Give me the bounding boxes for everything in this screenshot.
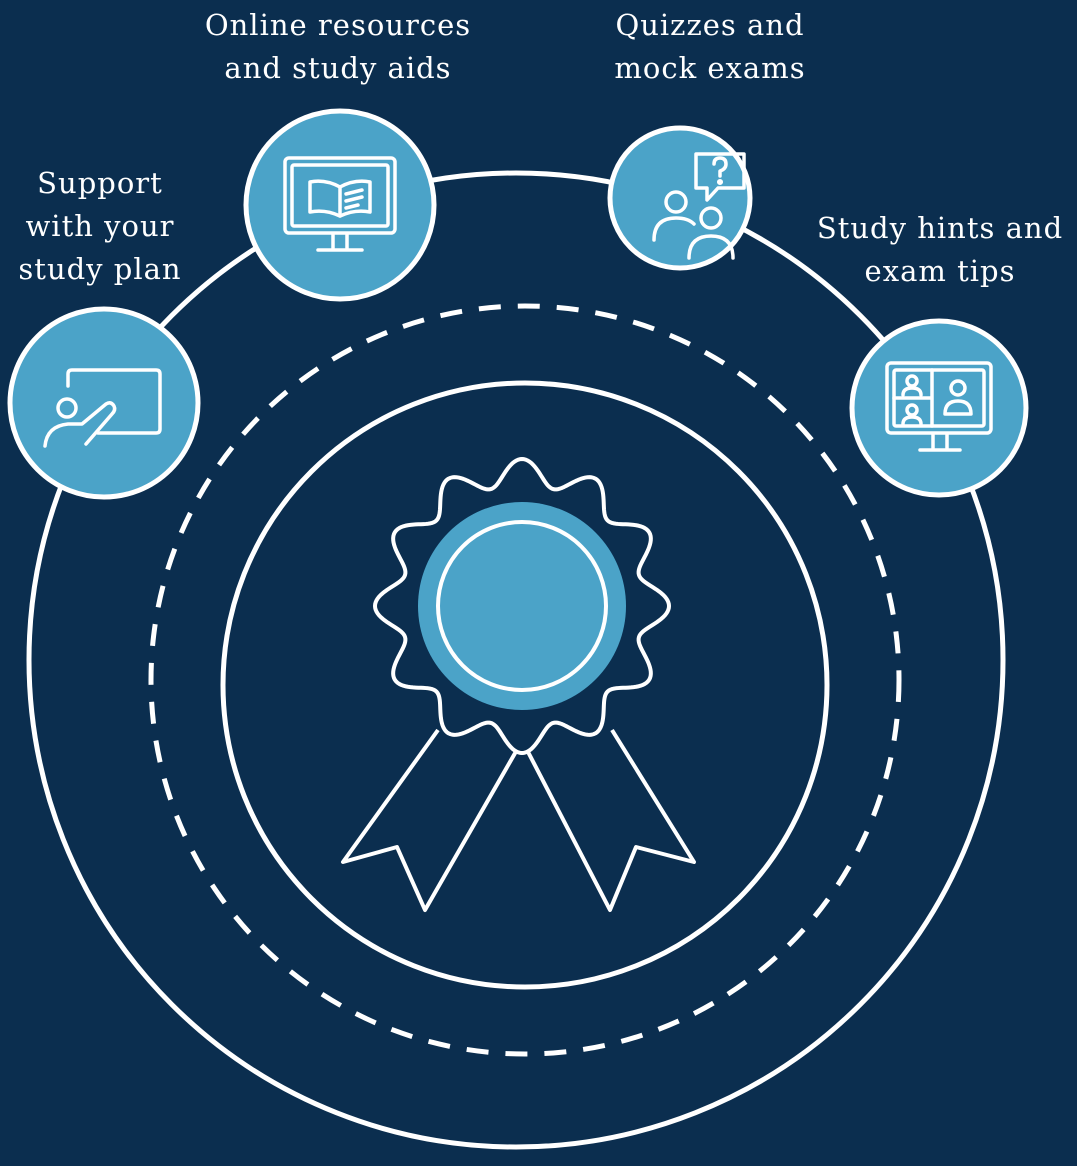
label-quizzes: Quizzes and mock exams <box>614 8 806 85</box>
label-study-hints: Study hints and exam tips <box>816 211 1064 288</box>
node-quizzes <box>607 125 753 271</box>
node-online-resources <box>243 108 437 302</box>
people-question-icon <box>652 152 746 260</box>
inner-ring <box>220 380 830 990</box>
video-call-monitor-icon <box>885 361 993 452</box>
label-study-plan: Support with your study plan <box>18 166 182 286</box>
outer-ring <box>26 170 1006 1150</box>
node-study-plan <box>7 306 201 500</box>
presenter-whiteboard-icon <box>43 368 162 448</box>
award-rosette-icon <box>341 457 696 912</box>
monitor-book-icon <box>283 156 397 252</box>
node-study-hints <box>849 318 1029 498</box>
label-online-resources: Online resources and study aids <box>204 8 472 85</box>
dashed-ring <box>148 303 902 1057</box>
